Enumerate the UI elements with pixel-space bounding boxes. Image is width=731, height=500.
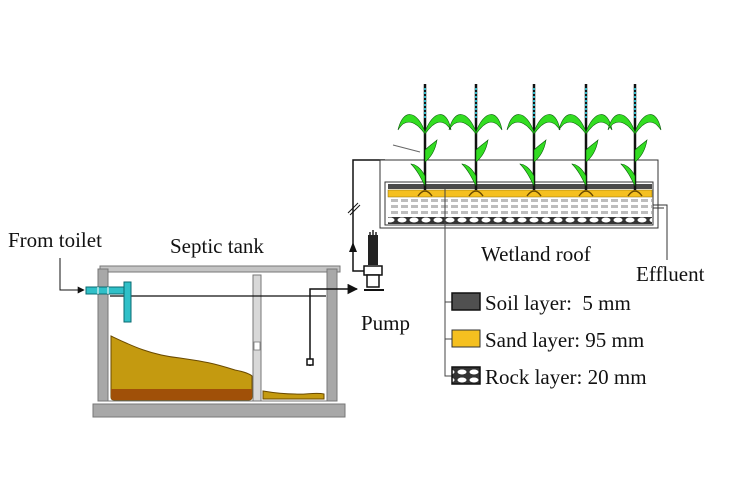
- tank-right-wall: [326, 268, 338, 402]
- legend-leader: [444, 188, 452, 377]
- plant-roots: [526, 190, 542, 197]
- plant-leaf: [424, 114, 452, 135]
- tank-baffle: [252, 274, 262, 402]
- pump: [347, 159, 385, 291]
- plant: [397, 84, 452, 197]
- label-from-toilet: From toilet: [8, 228, 102, 252]
- inlet-tee: [123, 281, 132, 323]
- plant-leaf: [475, 114, 503, 135]
- plant-leaf: [634, 114, 662, 135]
- sand-layer: [387, 189, 653, 198]
- plant-leaf: [585, 139, 599, 163]
- plant-leaf: [533, 114, 561, 135]
- plant-leaf: [558, 114, 587, 135]
- plant-leaf: [424, 139, 438, 163]
- plant: [448, 84, 503, 197]
- plant-roots: [627, 190, 643, 197]
- plant-roots: [417, 190, 433, 197]
- legend-swatch-sand: [451, 329, 481, 348]
- outlet-pipe: [309, 283, 359, 366]
- plant-roots: [468, 190, 484, 197]
- tank-lid: [99, 265, 341, 273]
- sludge-lower: [111, 389, 252, 400]
- wetland-roof: [379, 144, 668, 260]
- plant-leaf: [620, 163, 636, 187]
- rock-layer: [388, 198, 652, 217]
- septic-tank: [59, 258, 359, 418]
- riser-pipe: [352, 159, 385, 272]
- sludge-second-chamber: [262, 390, 325, 400]
- plant: [506, 84, 561, 197]
- label-pump: Pump: [361, 311, 410, 335]
- tank-left-wall: [97, 268, 109, 402]
- plant-leaf: [571, 163, 587, 187]
- plants: [397, 84, 662, 197]
- plant: [607, 84, 662, 197]
- outlet-float: [306, 358, 314, 366]
- plant-leaf: [533, 139, 547, 163]
- tank-base: [92, 403, 346, 418]
- soil-layer: [388, 184, 652, 189]
- plant-leaf: [461, 163, 477, 187]
- label-septic-tank: Septic tank: [170, 234, 264, 258]
- legend-label-rock: Rock layer: 20 mm: [485, 365, 647, 389]
- plant-roots: [578, 190, 594, 197]
- plant-leaf: [634, 139, 648, 163]
- plant-leaf: [448, 114, 477, 135]
- plant-leaf: [585, 114, 613, 135]
- plant-leaf: [410, 163, 426, 187]
- rock-base-layer: [388, 217, 652, 224]
- plant-leaf: [506, 114, 535, 135]
- from-toilet-arrow: [59, 258, 85, 294]
- effluent-pipe: [653, 204, 668, 260]
- label-wetland-roof: Wetland roof: [481, 242, 591, 266]
- legend-swatch-rock: [451, 366, 481, 385]
- plant-leaf: [475, 139, 489, 163]
- plant-leaf: [397, 114, 426, 135]
- plant-leaf: [519, 163, 535, 187]
- legend-label-sand: Sand layer: 95 mm: [485, 328, 644, 352]
- label-effluent: Effluent: [636, 262, 705, 286]
- legend-swatch-soil: [451, 292, 481, 311]
- plant-leaf: [607, 114, 636, 135]
- plant: [558, 84, 613, 197]
- legend-label-soil: Soil layer: 5 mm: [485, 291, 631, 315]
